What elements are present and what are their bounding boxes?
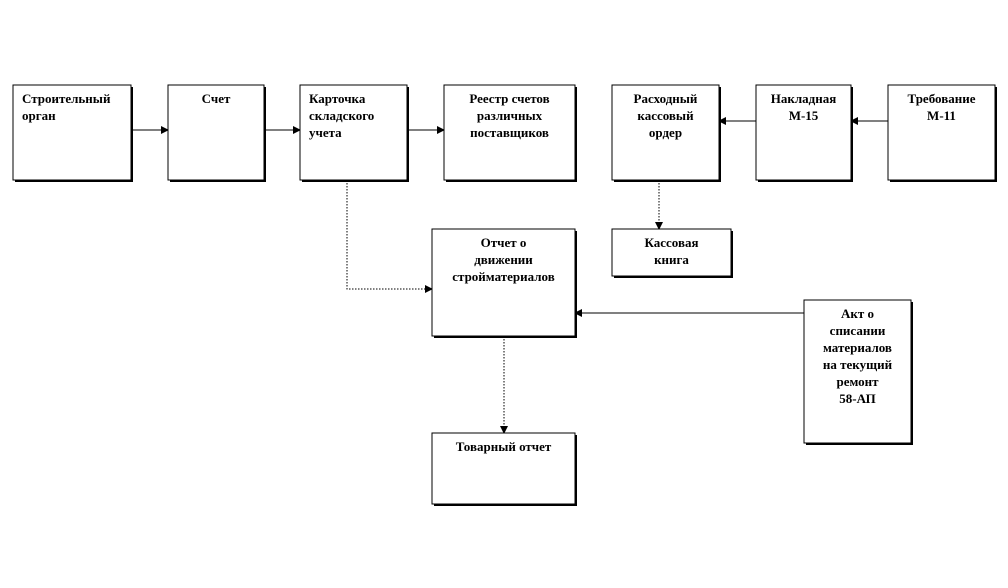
node-raskhodny-order: Расходный кассовый ордер — [611, 84, 721, 182]
node-label-line: на текущий — [823, 357, 893, 372]
node-label-line: стройматериалов — [452, 269, 554, 284]
node-box — [611, 228, 732, 277]
node-label-line: Реестр счетов — [469, 91, 549, 106]
node-label-line: Строительный — [22, 91, 111, 106]
node-kassovaya-kniga: Кассовая книга — [611, 228, 733, 278]
node-box — [12, 84, 132, 181]
node-label: Карточка складского учета — [309, 91, 374, 140]
node-label: Расходный кассовый ордер — [634, 91, 698, 140]
node-box — [299, 84, 408, 181]
node-label-line: орган — [22, 108, 56, 123]
node-label: Кассовая книга — [644, 235, 698, 267]
node-otchet-dvizhenie: Отчет о движении стройматериалов — [431, 228, 577, 338]
node-label-line: Отчет о — [481, 235, 527, 250]
node-box — [803, 299, 912, 444]
node-label: Отчет о движении стройматериалов — [452, 235, 554, 284]
node-box — [167, 84, 265, 181]
node-label: Товарный отчет — [456, 439, 552, 454]
node-label-line: ордер — [649, 125, 682, 140]
node-label-line: ремонт — [836, 374, 879, 389]
node-label: Счет — [202, 91, 231, 106]
node-box — [611, 84, 720, 181]
node-label-line: Акт о — [841, 306, 874, 321]
node-kartochka: Карточка складского учета — [299, 84, 409, 182]
node-label-line: М-15 — [789, 108, 819, 123]
node-box — [443, 84, 576, 181]
node-label-line: Кассовая — [644, 235, 698, 250]
node-label-line: книга — [654, 252, 689, 267]
node-stroitelny-organ: Строительный орган — [12, 84, 133, 182]
node-label-line: поставщиков — [470, 125, 549, 140]
node-label-line: М-11 — [927, 108, 956, 123]
nodes-layer: Строительный орган Счет Карточка складского у… — [12, 84, 997, 506]
edge-kartochka-to-otchet-dvizhenie — [346, 180, 433, 293]
node-label-line: учета — [309, 125, 342, 140]
node-akt-spisaniya: Акт о списании материалов на текущий ремонт 5… — [803, 299, 913, 445]
node-label: Акт о списании материалов на текущий ремонт 5… — [823, 306, 893, 406]
node-label: Строительный орган — [22, 91, 111, 123]
node-label-line: кассовый — [637, 108, 694, 123]
node-box — [887, 84, 996, 181]
node-label-line: Счет — [202, 91, 231, 106]
node-schet: Счет — [167, 84, 266, 182]
node-reestr: Реестр счетов различных поставщиков — [443, 84, 577, 182]
node-label-line: Расходный — [634, 91, 698, 106]
node-label-line: складского — [309, 108, 374, 123]
node-label-line: списании — [830, 323, 886, 338]
node-label-line: движении — [474, 252, 533, 267]
node-label-line: Карточка — [309, 91, 366, 106]
node-box — [431, 228, 576, 337]
node-box — [755, 84, 852, 181]
node-box — [431, 432, 576, 505]
node-label-line: Требование — [908, 91, 976, 106]
node-tovarny-otchet: Товарный отчет — [431, 432, 577, 506]
node-label: Реестр счетов различных поставщиков — [469, 91, 549, 140]
node-label-line: Накладная — [771, 91, 837, 106]
node-label-line: материалов — [823, 340, 892, 355]
node-label-line: Товарный отчет — [456, 439, 552, 454]
node-label-line: различных — [477, 108, 543, 123]
edges-layer — [131, 117, 888, 434]
node-label-line: 58-АП — [839, 391, 876, 406]
